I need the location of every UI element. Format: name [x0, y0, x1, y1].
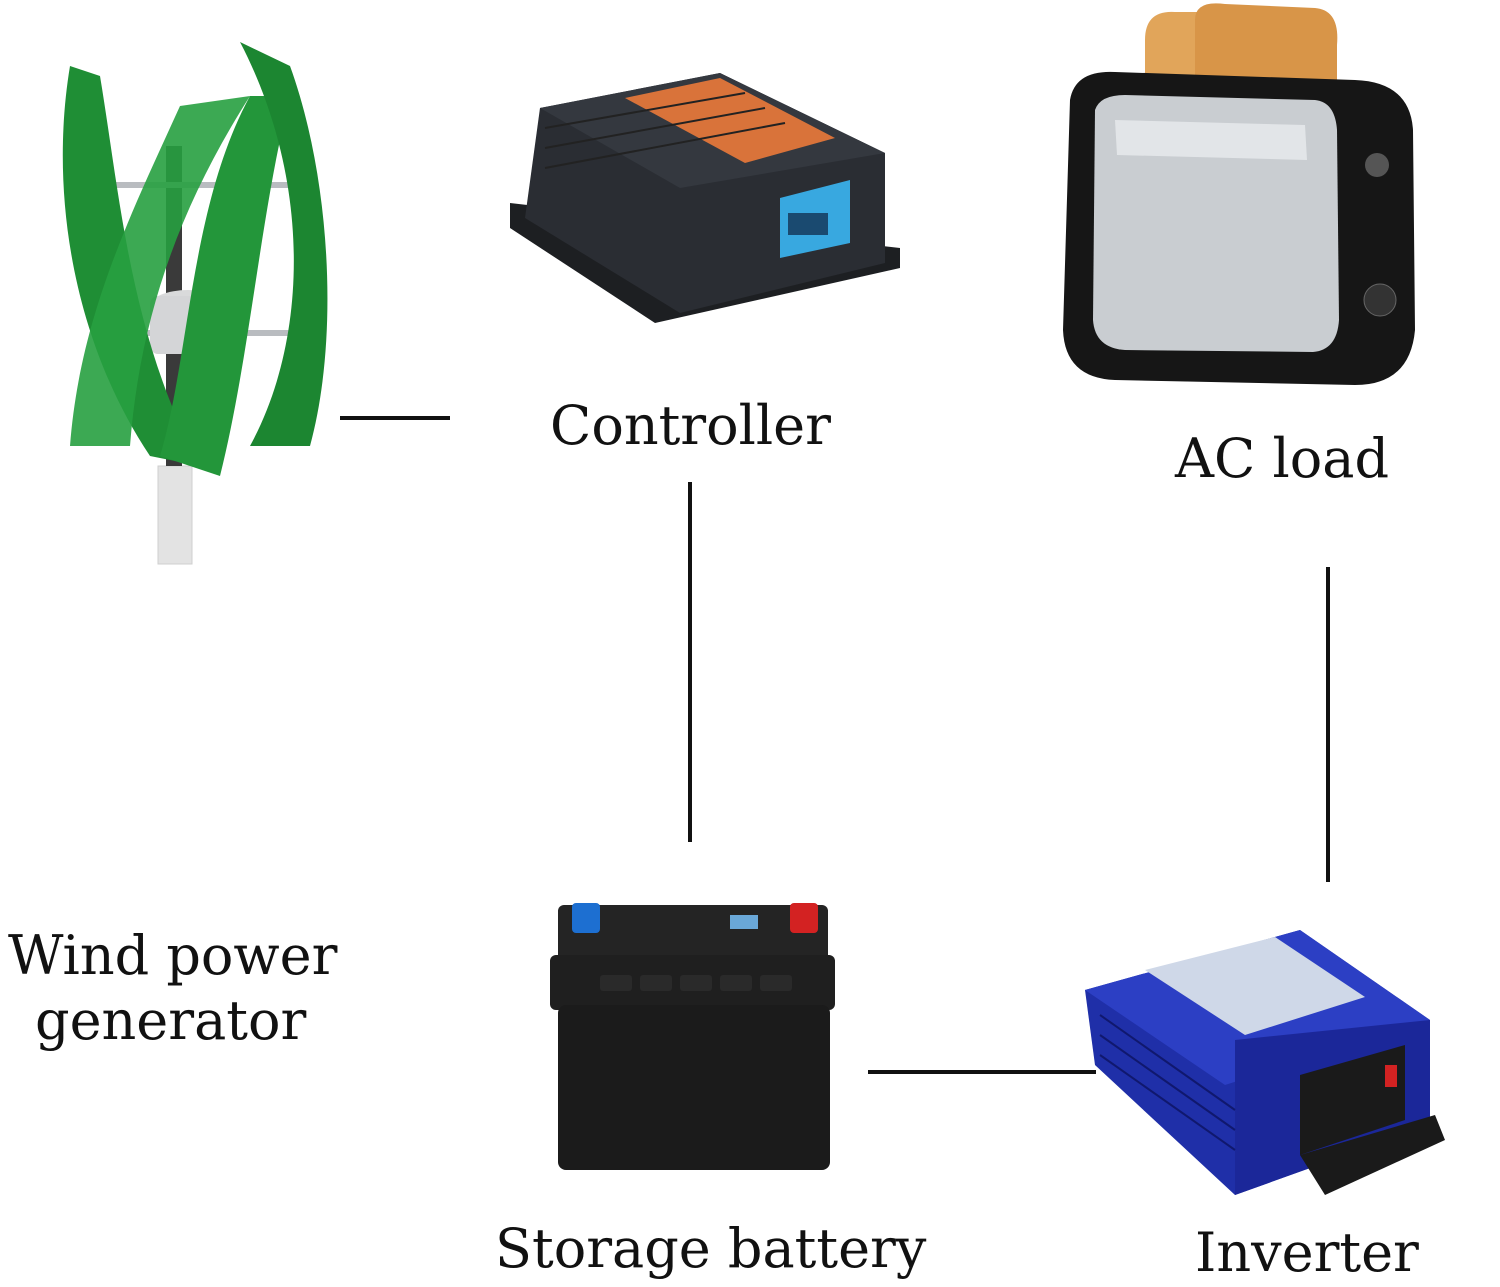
label-wind-power: Wind power	[8, 924, 338, 987]
battery-icon	[550, 903, 835, 1170]
connector-inverter-acload	[1326, 567, 1330, 882]
wind-turbine-icon	[62, 42, 328, 565]
label-controller: Controller	[550, 394, 831, 457]
label-storage-battery: Storage battery	[495, 1217, 927, 1280]
label-inverter: Inverter	[1195, 1221, 1419, 1284]
charge-controller-icon	[510, 73, 900, 323]
inverter-icon	[1085, 930, 1445, 1195]
label-ac-load: AC load	[1175, 427, 1390, 490]
label-generator: generator	[35, 989, 307, 1052]
connector-battery-inverter	[868, 1070, 1096, 1074]
connector-turbine-controller	[340, 416, 450, 420]
connector-controller-battery	[688, 482, 692, 842]
toaster-icon	[1063, 3, 1415, 385]
